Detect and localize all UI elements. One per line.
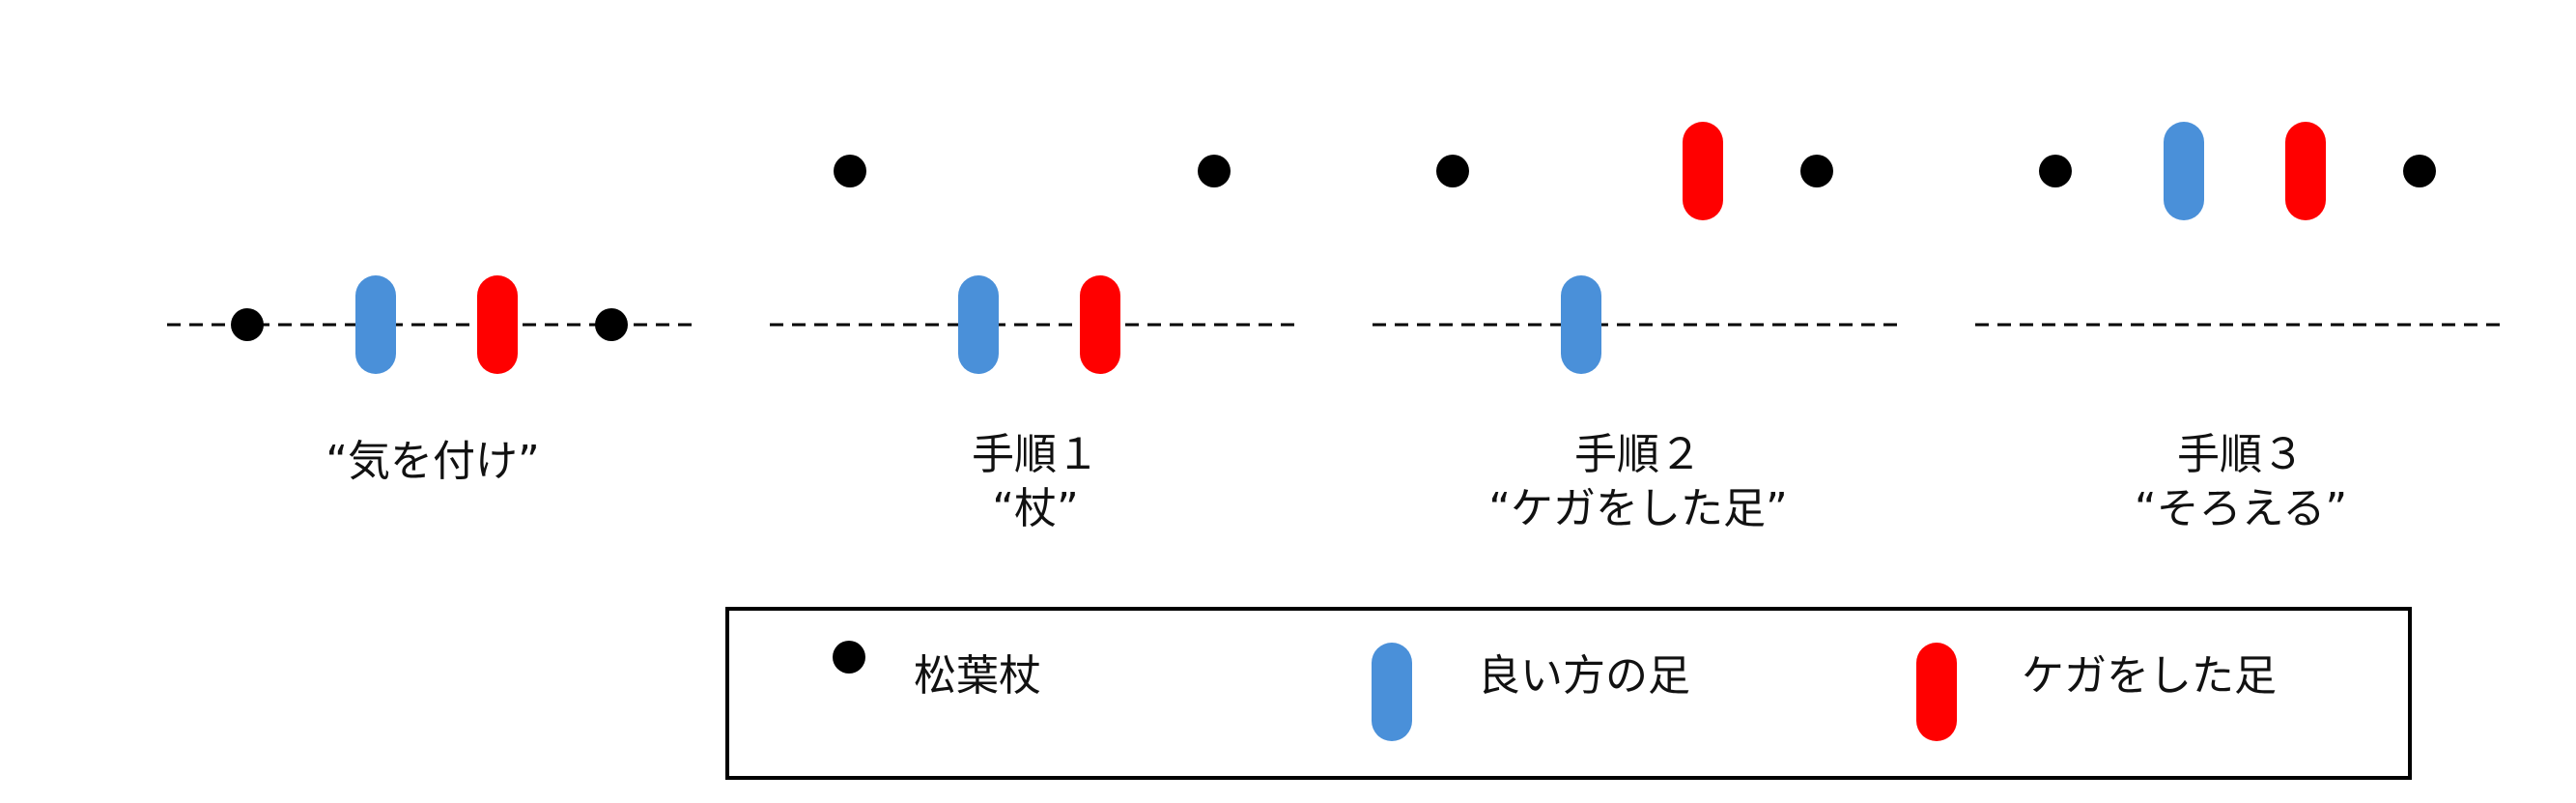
crutch-dot — [1436, 155, 1469, 187]
good-foot-marker — [1561, 275, 1601, 374]
caption-line: “杖” — [992, 484, 1079, 533]
caption-step2: 手順２ “ケガをした足” — [1387, 428, 1889, 536]
caption-step3: 手順３ “そろえる” — [1990, 428, 2492, 536]
injured-foot-marker — [2285, 122, 2326, 220]
good-foot-marker — [355, 275, 396, 374]
crutch-dot — [595, 308, 628, 341]
legend-injured-foot-icon — [1916, 643, 1957, 741]
good-foot-marker — [2164, 122, 2204, 220]
injured-foot-marker — [1683, 122, 1723, 220]
caption-line: 手順１ — [972, 430, 1099, 479]
crutch-dot — [1198, 155, 1231, 187]
legend-label-crutch: 松葉杖 — [914, 651, 1041, 701]
crutch-dot — [1800, 155, 1833, 187]
caption-line: 手順２ — [1574, 430, 1702, 479]
caption-step1: 手順１ “杖” — [784, 428, 1287, 536]
crutch-dot — [834, 155, 866, 187]
legend-label-good-foot: 良い方の足 — [1478, 651, 1690, 701]
crutch-dot — [231, 308, 264, 341]
legend-crutch-icon — [833, 641, 865, 674]
crutch-dot — [2039, 155, 2072, 187]
crutch-dot — [2403, 155, 2436, 187]
caption-attention: “気を付け” — [182, 435, 684, 489]
caption-line: 手順３ — [2177, 430, 2305, 479]
caption-line: “そろえる” — [2134, 484, 2348, 533]
caption-line: “気を付け” — [326, 437, 540, 486]
legend-good-foot-icon — [1372, 643, 1412, 741]
good-foot-marker — [958, 275, 999, 374]
injured-foot-marker — [1080, 275, 1120, 374]
injured-foot-marker — [477, 275, 518, 374]
caption-line: “ケガをした足” — [1488, 484, 1788, 533]
legend-label-injured-foot: ケガをした足 — [2022, 651, 2277, 701]
legend-box — [725, 607, 2412, 780]
